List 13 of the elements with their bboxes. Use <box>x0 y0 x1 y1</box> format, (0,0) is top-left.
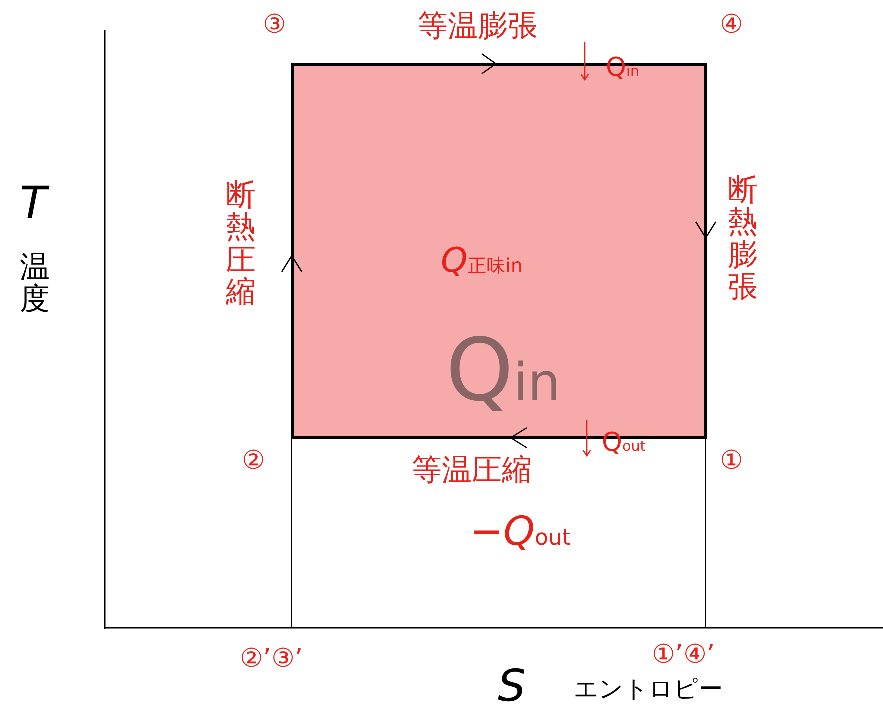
axis-label: エントロピー <box>574 677 723 701</box>
process-label: 断熱膨張 <box>728 175 759 305</box>
point-number: ② <box>242 448 266 474</box>
process-label: 断熱圧縮 <box>226 180 257 310</box>
axis-label: 温度 <box>20 252 51 317</box>
point-number: ④ <box>720 12 744 38</box>
axis-label: S <box>498 665 526 709</box>
point-number: ① <box>720 448 744 474</box>
point-number: ②’③’ <box>240 646 304 672</box>
point-number: ①’④’ <box>652 642 716 668</box>
process-label: 等温圧縮 <box>412 456 532 486</box>
point-number: ③ <box>263 12 286 38</box>
process-label: 等温膨張 <box>418 12 538 42</box>
